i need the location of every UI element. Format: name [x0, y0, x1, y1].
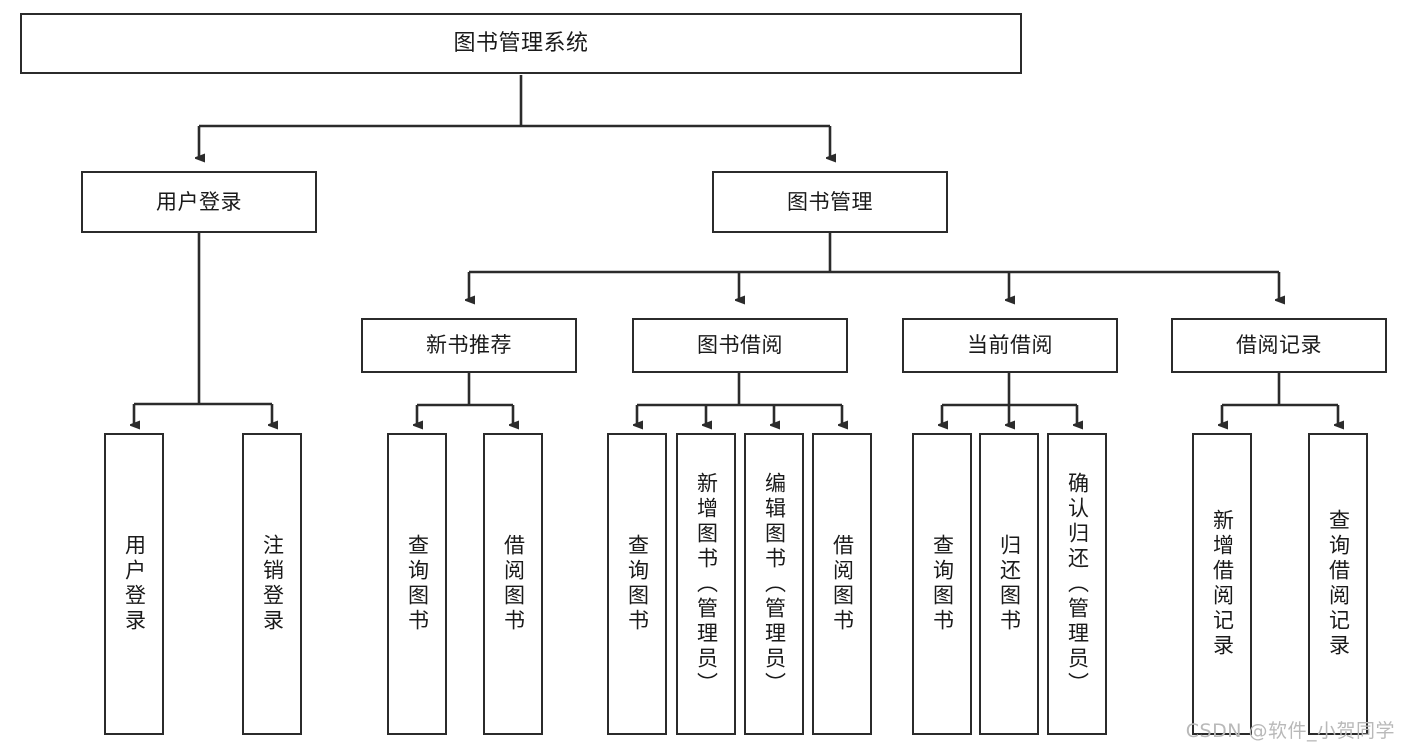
node-user-login-label: 用户登录	[156, 189, 242, 214]
leaf-borrow-book-2[interactable]: 借阅图书	[812, 433, 872, 735]
node-book-manage-label: 图书管理	[787, 189, 873, 214]
leaf-query-record-label: 查询借阅记录	[1326, 509, 1351, 659]
node-root-label: 图书管理系统	[453, 30, 589, 56]
node-book-manage[interactable]: 图书管理	[712, 171, 948, 233]
leaf-query-book-2-label: 查询图书	[625, 534, 650, 634]
leaf-add-book-label: 新增图书（管理员）	[694, 471, 719, 697]
node-user-login[interactable]: 用户登录	[81, 171, 317, 233]
leaf-query-book-2[interactable]: 查询图书	[607, 433, 667, 735]
leaf-query-record[interactable]: 查询借阅记录	[1308, 433, 1368, 735]
node-current-borrow-label: 当前借阅	[967, 333, 1053, 358]
node-new-book-rec-label: 新书推荐	[426, 333, 512, 358]
leaf-user-login[interactable]: 用户登录	[104, 433, 164, 735]
leaf-add-record-label: 新增借阅记录	[1210, 509, 1235, 659]
csdn-watermark: CSDN @软件_小贺同学	[1185, 720, 1395, 742]
leaf-confirm-return[interactable]: 确认归还（管理员）	[1047, 433, 1107, 735]
leaf-logout[interactable]: 注销登录	[242, 433, 302, 735]
leaf-logout-label: 注销登录	[260, 534, 285, 634]
node-borrow-record-label: 借阅记录	[1236, 333, 1322, 358]
node-current-borrow[interactable]: 当前借阅	[902, 318, 1118, 373]
leaf-user-login-label: 用户登录	[122, 534, 147, 634]
leaf-borrow-book-1[interactable]: 借阅图书	[483, 433, 543, 735]
leaf-borrow-book-1-label: 借阅图书	[501, 534, 526, 634]
leaf-confirm-return-label: 确认归还（管理员）	[1065, 471, 1090, 697]
leaf-return-book[interactable]: 归还图书	[979, 433, 1039, 735]
leaf-query-book-1-label: 查询图书	[405, 534, 430, 634]
leaf-query-book-3[interactable]: 查询图书	[912, 433, 972, 735]
leaf-borrow-book-2-label: 借阅图书	[830, 534, 855, 634]
leaf-edit-book[interactable]: 编辑图书（管理员）	[744, 433, 804, 735]
node-root[interactable]: 图书管理系统	[20, 13, 1022, 74]
leaf-query-book-1[interactable]: 查询图书	[387, 433, 447, 735]
node-borrow-record[interactable]: 借阅记录	[1171, 318, 1387, 373]
node-book-borrow-label: 图书借阅	[697, 333, 783, 358]
leaf-return-book-label: 归还图书	[997, 534, 1022, 634]
leaf-add-record[interactable]: 新增借阅记录	[1192, 433, 1252, 735]
leaf-query-book-3-label: 查询图书	[930, 534, 955, 634]
node-new-book-rec[interactable]: 新书推荐	[361, 318, 577, 373]
leaf-add-book[interactable]: 新增图书（管理员）	[676, 433, 736, 735]
leaf-edit-book-label: 编辑图书（管理员）	[762, 471, 787, 697]
node-book-borrow[interactable]: 图书借阅	[632, 318, 848, 373]
